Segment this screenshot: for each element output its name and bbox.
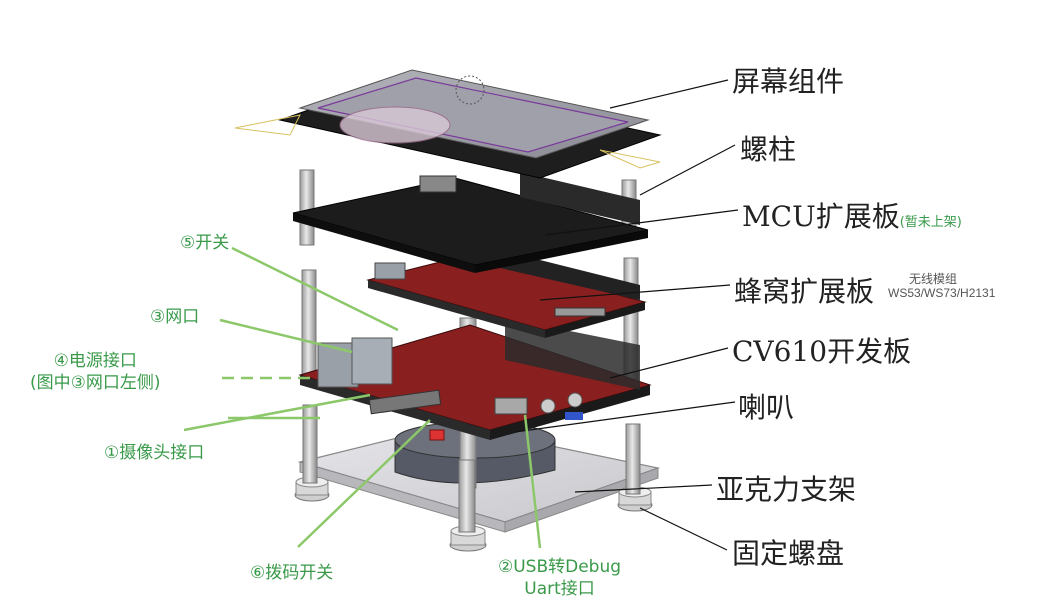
callout-usb-debug: ②USB转Debug Uart接口 xyxy=(498,556,621,600)
mcu-board xyxy=(292,172,649,273)
label-mcu-board: MCU扩展板(暂未上架) xyxy=(742,195,962,235)
callout-dip-switch: ⑥拨码开关 xyxy=(250,563,334,583)
right-leader-lines xyxy=(514,79,739,551)
callout-usb-line1: ②USB转Debug xyxy=(498,557,622,577)
callout-power: ④电源接口 (图中③网口左侧) xyxy=(30,350,161,394)
callout-usb-line2: Uart接口 xyxy=(524,579,595,599)
callout-power-line1: ④电源接口 xyxy=(53,351,137,371)
label-cv610-board: CV610开发板 xyxy=(732,335,912,368)
label-module-note-line2: WS53/WS73/H2131 xyxy=(888,286,996,300)
label-speaker: 喇叭 xyxy=(738,391,795,424)
screen-assembly xyxy=(234,69,662,179)
label-acrylic-stand: 亚克力支架 xyxy=(716,473,857,506)
label-mcu-note: (暂未上架) xyxy=(899,215,962,230)
cv610-dev-board xyxy=(298,318,652,441)
label-honeycomb-board: 蜂窝扩展板 xyxy=(734,275,875,308)
honeycomb-board xyxy=(366,250,647,338)
label-base-screw: 固定螺盘 xyxy=(732,537,845,570)
label-standoff: 螺柱 xyxy=(740,133,797,166)
callout-ethernet: ③网口 xyxy=(150,307,200,327)
label-screen-assembly: 屏幕组件 xyxy=(732,65,845,98)
green-callout-lines xyxy=(183,246,542,549)
callout-switch: ⑤开关 xyxy=(180,233,230,253)
label-mcu-board-text: MCU扩展板 xyxy=(742,200,900,233)
label-module-note: 无线模组 WS53/WS73/H2131 xyxy=(888,272,996,300)
callout-camera: ①摄像头接口 xyxy=(104,443,205,463)
label-module-note-line1: 无线模组 xyxy=(908,272,957,286)
callout-power-line2: (图中③网口左侧) xyxy=(30,373,161,393)
